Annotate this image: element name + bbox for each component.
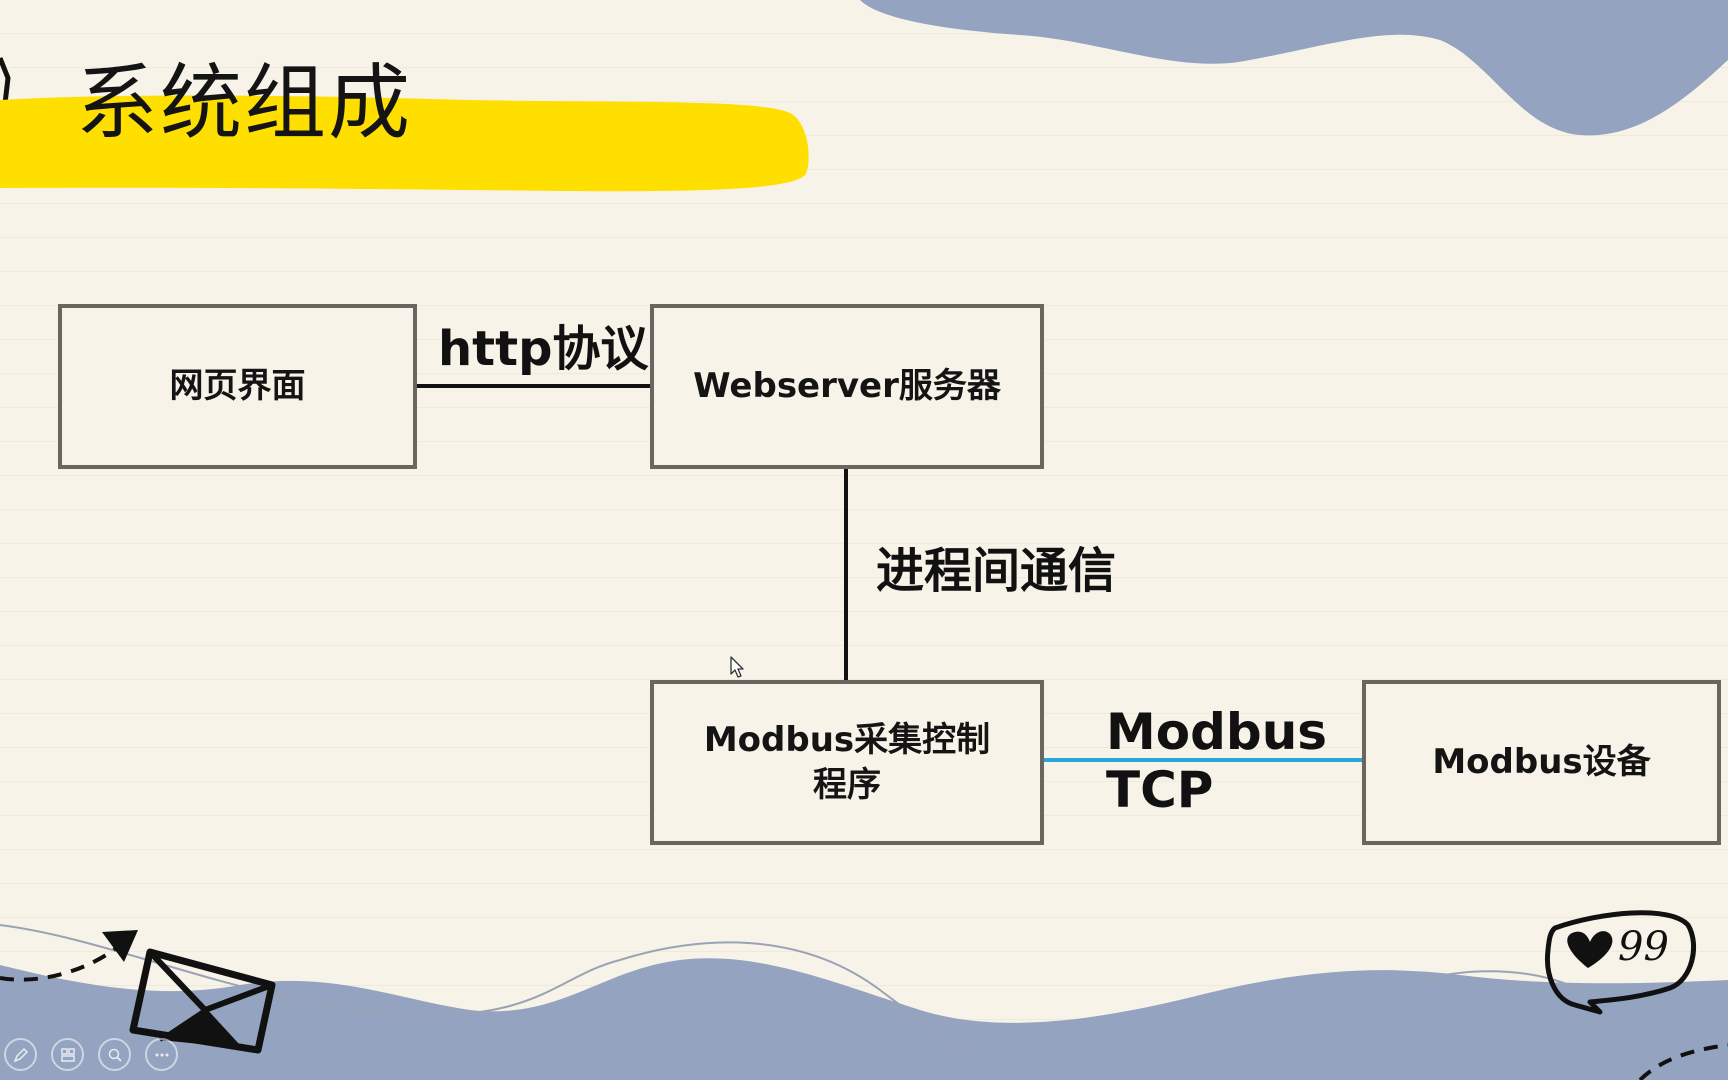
http-connector xyxy=(415,384,653,388)
web-ui-label: 网页界面 xyxy=(169,366,306,407)
modbus-tcp-label-line1: Modbus xyxy=(1106,703,1328,761)
svg-text:99: 99 xyxy=(1618,924,1669,970)
modbus-tcp-label: Modbus TCP xyxy=(1106,703,1328,819)
mouse-cursor-icon xyxy=(730,656,744,678)
modbus-program-label-line1: Modbus采集控制 xyxy=(703,720,991,761)
zoom-icon[interactable] xyxy=(98,1038,131,1071)
modbus-tcp-label-line2: TCP xyxy=(1106,760,1214,819)
ipc-label: 进程间通信 xyxy=(876,543,1117,599)
page-title: 系统组成 xyxy=(76,56,413,151)
webserver-node: Webserver服务器 xyxy=(650,304,1044,469)
web-ui-node: 网页界面 xyxy=(58,304,417,469)
webserver-label: Webserver服务器 xyxy=(693,366,1001,407)
http-protocol-label: http协议 xyxy=(438,321,649,377)
modbus-program-node: Modbus采集控制 程序 xyxy=(650,680,1044,845)
modbus-tcp-connector xyxy=(1042,758,1364,762)
title-highlight xyxy=(0,95,809,192)
modbus-device-label: Modbus设备 xyxy=(1432,742,1651,783)
slides-icon[interactable] xyxy=(51,1038,84,1071)
title-area: 系统组成 xyxy=(0,55,820,205)
ipc-connector xyxy=(844,466,848,682)
presentation-toolbar xyxy=(4,1038,178,1071)
pen-icon[interactable] xyxy=(4,1038,37,1071)
modbus-program-label-line2: 程序 xyxy=(813,764,881,805)
modbus-device-node: Modbus设备 xyxy=(1362,680,1721,845)
more-icon[interactable] xyxy=(145,1038,178,1071)
